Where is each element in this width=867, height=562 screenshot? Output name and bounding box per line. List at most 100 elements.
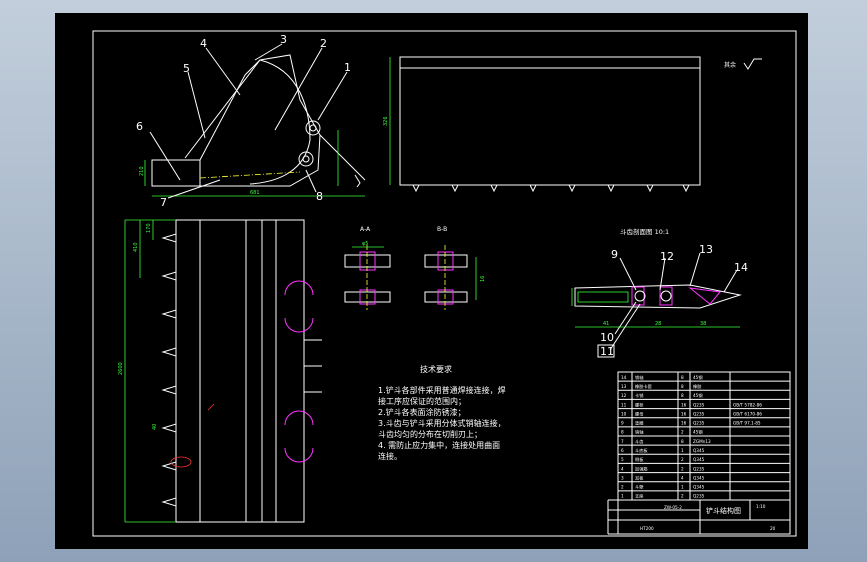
bom-cell-std: GB/T 5782-86 xyxy=(733,402,762,407)
bom-cell-std: GB/T 97.1-85 xyxy=(733,421,761,426)
bom-cell-mat: 45钢 xyxy=(693,392,703,399)
pin-hole-lower-inner xyxy=(302,155,310,163)
tech-req-line-2: 接工序应保证的范围内； xyxy=(378,396,466,406)
plan-view-detail-mark-2 xyxy=(207,403,215,411)
side-view-arm-line xyxy=(319,134,366,181)
label-1: 1 xyxy=(344,61,351,74)
tooth-tip-hatch xyxy=(688,287,721,305)
bom-cell-name: 螺栓 xyxy=(635,401,644,408)
bom-cell-no: 12 xyxy=(621,393,627,398)
bom-cell-no: 9 xyxy=(621,421,624,426)
bom-cell-mat: Q345 xyxy=(693,485,705,490)
label-13: 13 xyxy=(699,243,713,256)
bom-cell-no: 2 xyxy=(621,485,624,490)
section-b-b-hatch-bottom xyxy=(437,289,454,305)
label-9: 9 xyxy=(611,248,618,261)
plan-view-hatches xyxy=(284,280,314,463)
leader-2 xyxy=(274,47,323,131)
bom-cell-no: 1 xyxy=(621,494,624,499)
label-3: 3 xyxy=(280,33,287,46)
bom-cell-mat: 45钢 xyxy=(693,429,703,436)
leader-6 xyxy=(149,131,181,181)
leader-14 xyxy=(723,269,738,293)
bom-cell-name: 螺母 xyxy=(635,410,643,417)
leader-5 xyxy=(187,71,206,139)
bom-cell-qty: 16 xyxy=(681,411,687,416)
label-2: 2 xyxy=(320,37,327,50)
label-11: 11 xyxy=(600,345,614,358)
bom-cell-mat: Q345 xyxy=(693,448,705,453)
side-view: 681 210 6 5 4 3 2 1 7 8 xyxy=(136,33,366,209)
leader-12 xyxy=(659,257,666,291)
bom-cell-qty: 16 xyxy=(681,421,687,426)
bom-cell-qty: 8 xyxy=(681,439,684,444)
bom-cell-name: 斗齿 xyxy=(635,439,643,445)
section-b-b: B-B 16 xyxy=(424,226,486,310)
leader-9 xyxy=(619,257,637,291)
tech-req-line-3: 2.铲斗各表面涂防锈漆； xyxy=(378,407,466,417)
tooth-pin-hatch xyxy=(631,286,645,306)
tech-req-line-4: 3.斗齿与铲斗采用分体式销轴连接， xyxy=(378,418,506,428)
leader-8 xyxy=(305,169,317,193)
section-b-b-hatch-top xyxy=(437,251,454,271)
front-view-teeth xyxy=(412,184,690,193)
roughness-note: 其余 xyxy=(724,61,736,69)
bom-cell-no: 8 xyxy=(621,430,624,435)
bom-cell-mat: Q345 xyxy=(693,475,705,480)
section-a-a: A-A φ5 xyxy=(344,226,391,310)
bom-cell-no: 11 xyxy=(621,402,627,407)
label-7: 7 xyxy=(160,196,167,209)
plan-view-teeth xyxy=(161,233,177,507)
bom-cell-name: 侧板 xyxy=(635,456,644,463)
bom-cell-mat: 橡胶 xyxy=(693,383,701,390)
leader-3 xyxy=(254,43,283,61)
bom-cell-name: 斗壁 xyxy=(635,484,643,490)
bom-cell-no: 5 xyxy=(621,457,624,462)
label-14: 14 xyxy=(734,261,748,274)
bom-cell-name: 耳板 xyxy=(635,474,644,481)
bom-cell-name: 加强筋 xyxy=(635,465,648,472)
section-a-a-dim-text: φ5 xyxy=(362,241,368,247)
bom-cell-mat: Q235 xyxy=(693,466,705,471)
label-4: 4 xyxy=(200,37,207,50)
section-a-a-hatch-bottom xyxy=(359,289,376,305)
section-a-a-title: A-A xyxy=(360,226,371,233)
section-b-b-bottom xyxy=(424,291,468,303)
dim-text-170: 170 xyxy=(146,223,152,233)
bom-cell-qty: 8 xyxy=(681,384,684,389)
tech-req-line-1: 1.铲斗各部件采用普通焊接连接，焊 xyxy=(378,385,506,395)
dim-text-height-front: 326 xyxy=(383,116,389,126)
side-view-shell xyxy=(249,59,311,185)
bom-cell-name: 斗底板 xyxy=(635,447,648,454)
bom-cell-qty: 8 xyxy=(681,393,684,398)
bom-cell-no: 10 xyxy=(621,411,627,416)
tooth-pin-2 xyxy=(660,290,672,302)
front-view: 326 其余 xyxy=(383,56,762,193)
bom-cell-qty: 4 xyxy=(681,475,684,480)
side-view-rib xyxy=(199,74,246,161)
tech-req-line-7: 连接。 xyxy=(378,451,402,461)
dim-text-height-side: 210 xyxy=(139,166,145,176)
title-block-school: HT200 xyxy=(640,526,654,531)
title-block-scale: 1:10 xyxy=(756,504,766,509)
bom-cell-name: 支座 xyxy=(635,493,643,500)
section-b-b-dim-text: 16 xyxy=(480,276,486,282)
plan-view-side xyxy=(245,219,305,523)
tooth-outline xyxy=(574,284,742,309)
dim-text-40: 40 xyxy=(152,424,158,430)
label-10: 10 xyxy=(600,331,614,344)
tech-req-line-5: 斗齿均匀的分布在切削刃上； xyxy=(378,429,482,439)
bom-cell-mat: Q235 xyxy=(693,402,705,407)
front-view-outline xyxy=(399,56,701,186)
bom-cell-mat: Q235 xyxy=(693,411,705,416)
tech-req-line-6: 4. 需防止应力集中，连接处用曲面 xyxy=(378,440,500,450)
section-b-b-title: B-B xyxy=(437,226,447,233)
bom-cell-std: GB/T 6170-86 xyxy=(733,411,762,416)
side-view-tooth-tip xyxy=(354,174,361,188)
section-a-a-bottom xyxy=(344,291,391,303)
tech-req-title: 技术要求 xyxy=(420,364,452,374)
bom-cell-name: 销轴 xyxy=(635,429,643,436)
